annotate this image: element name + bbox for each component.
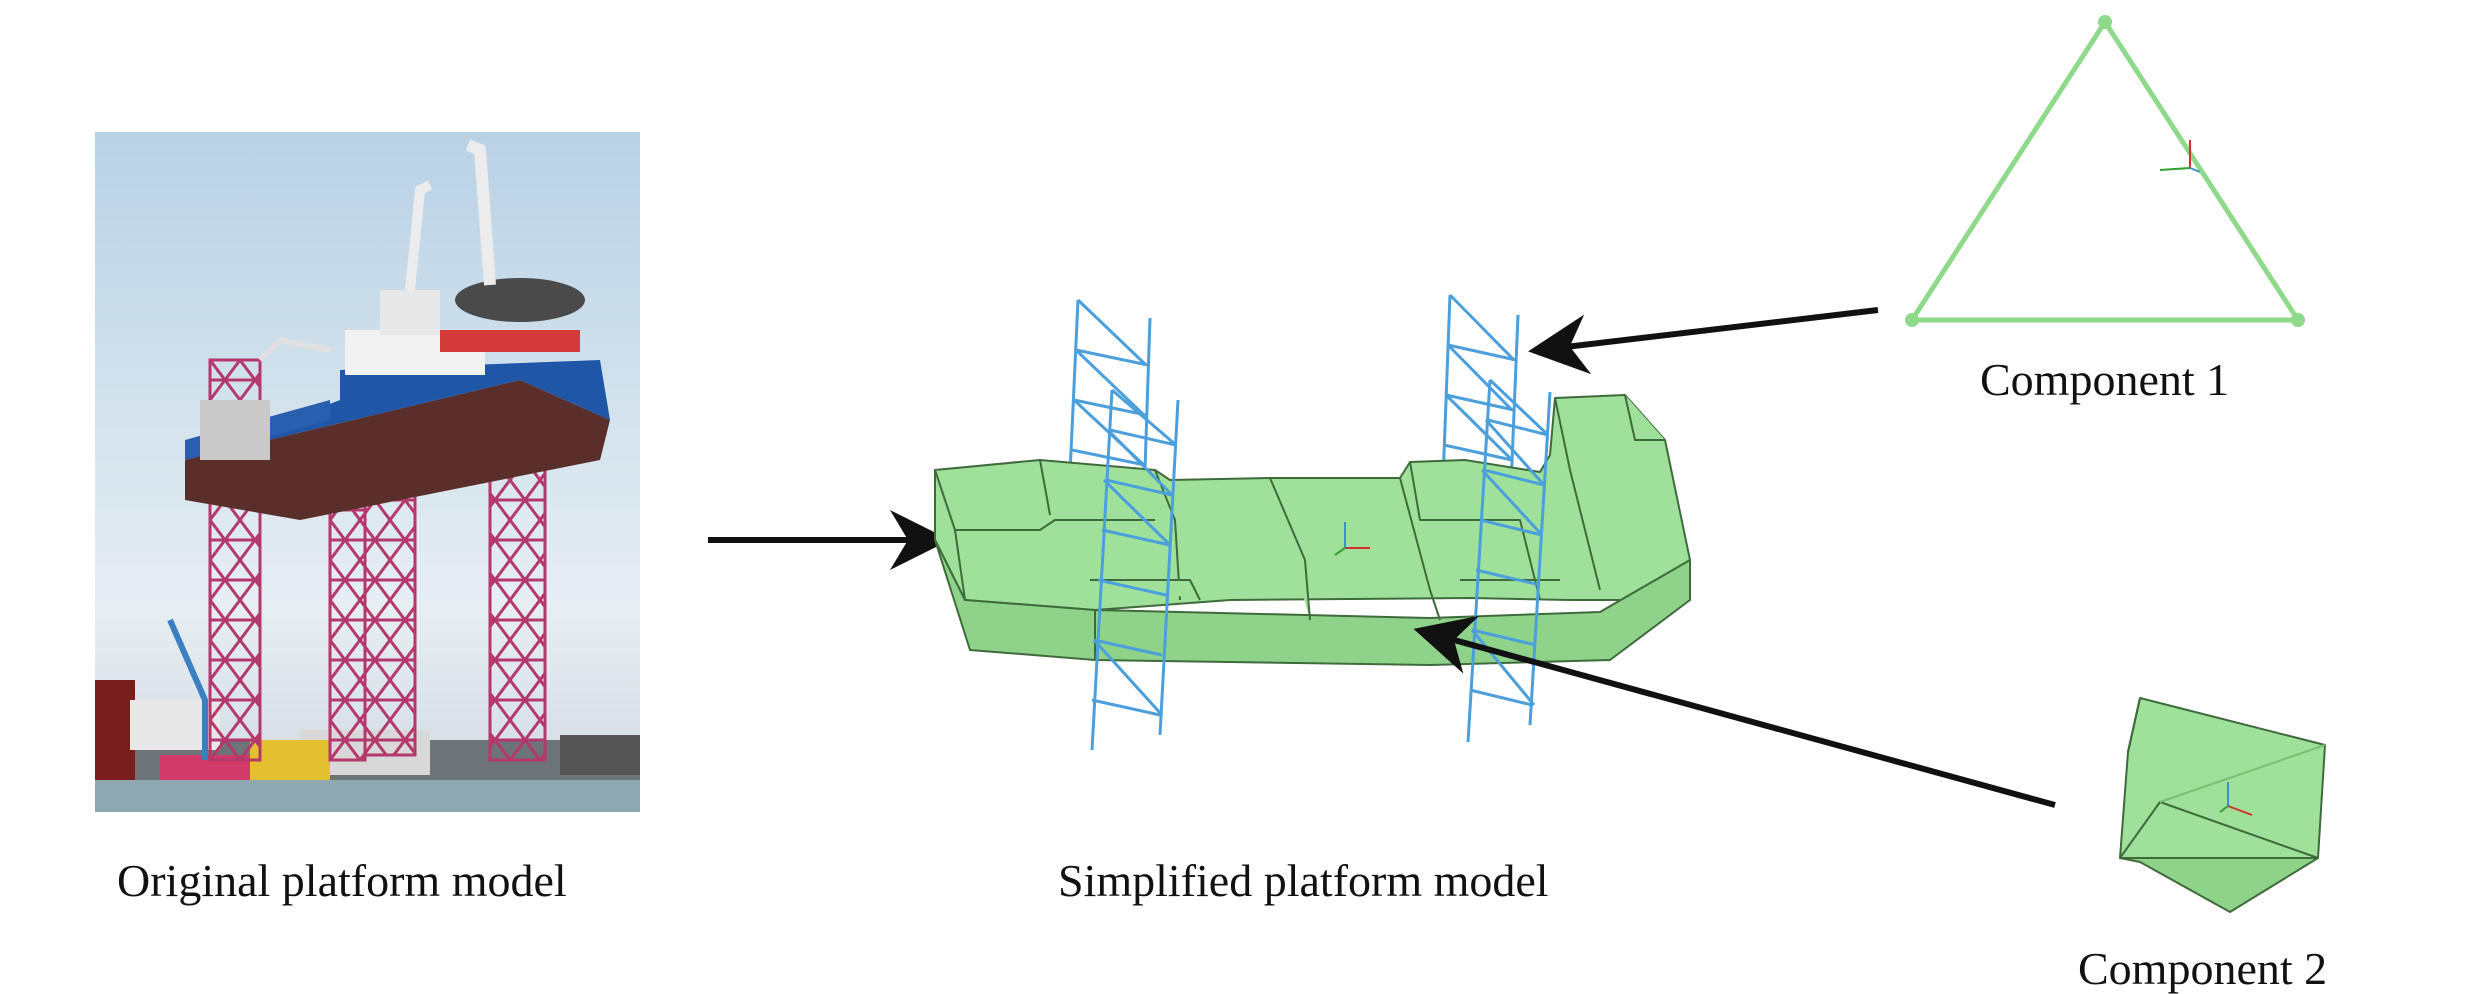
leg-front-right [1466, 378, 1552, 743]
axis-triad-icon [2219, 782, 2253, 816]
caption-component-2: Component 2 [2078, 943, 2328, 994]
leg-front-left [1090, 388, 1180, 751]
caption-simplified-platform: Simplified platform model [1058, 855, 1549, 906]
axis-triad-icon [1334, 522, 1370, 556]
original-platform-photo [95, 132, 640, 812]
arrow-component-2 [1413, 615, 2056, 808]
simplified-platform-model [934, 293, 1691, 751]
caption-component-1: Component 1 [1980, 354, 2230, 405]
axis-triad-icon [2159, 140, 2201, 173]
arrow-component-1 [1528, 307, 1879, 375]
caption-original-platform: Original platform model [117, 855, 567, 906]
component-1-diagram [1905, 15, 2305, 327]
component-2-diagram [2119, 697, 2326, 913]
